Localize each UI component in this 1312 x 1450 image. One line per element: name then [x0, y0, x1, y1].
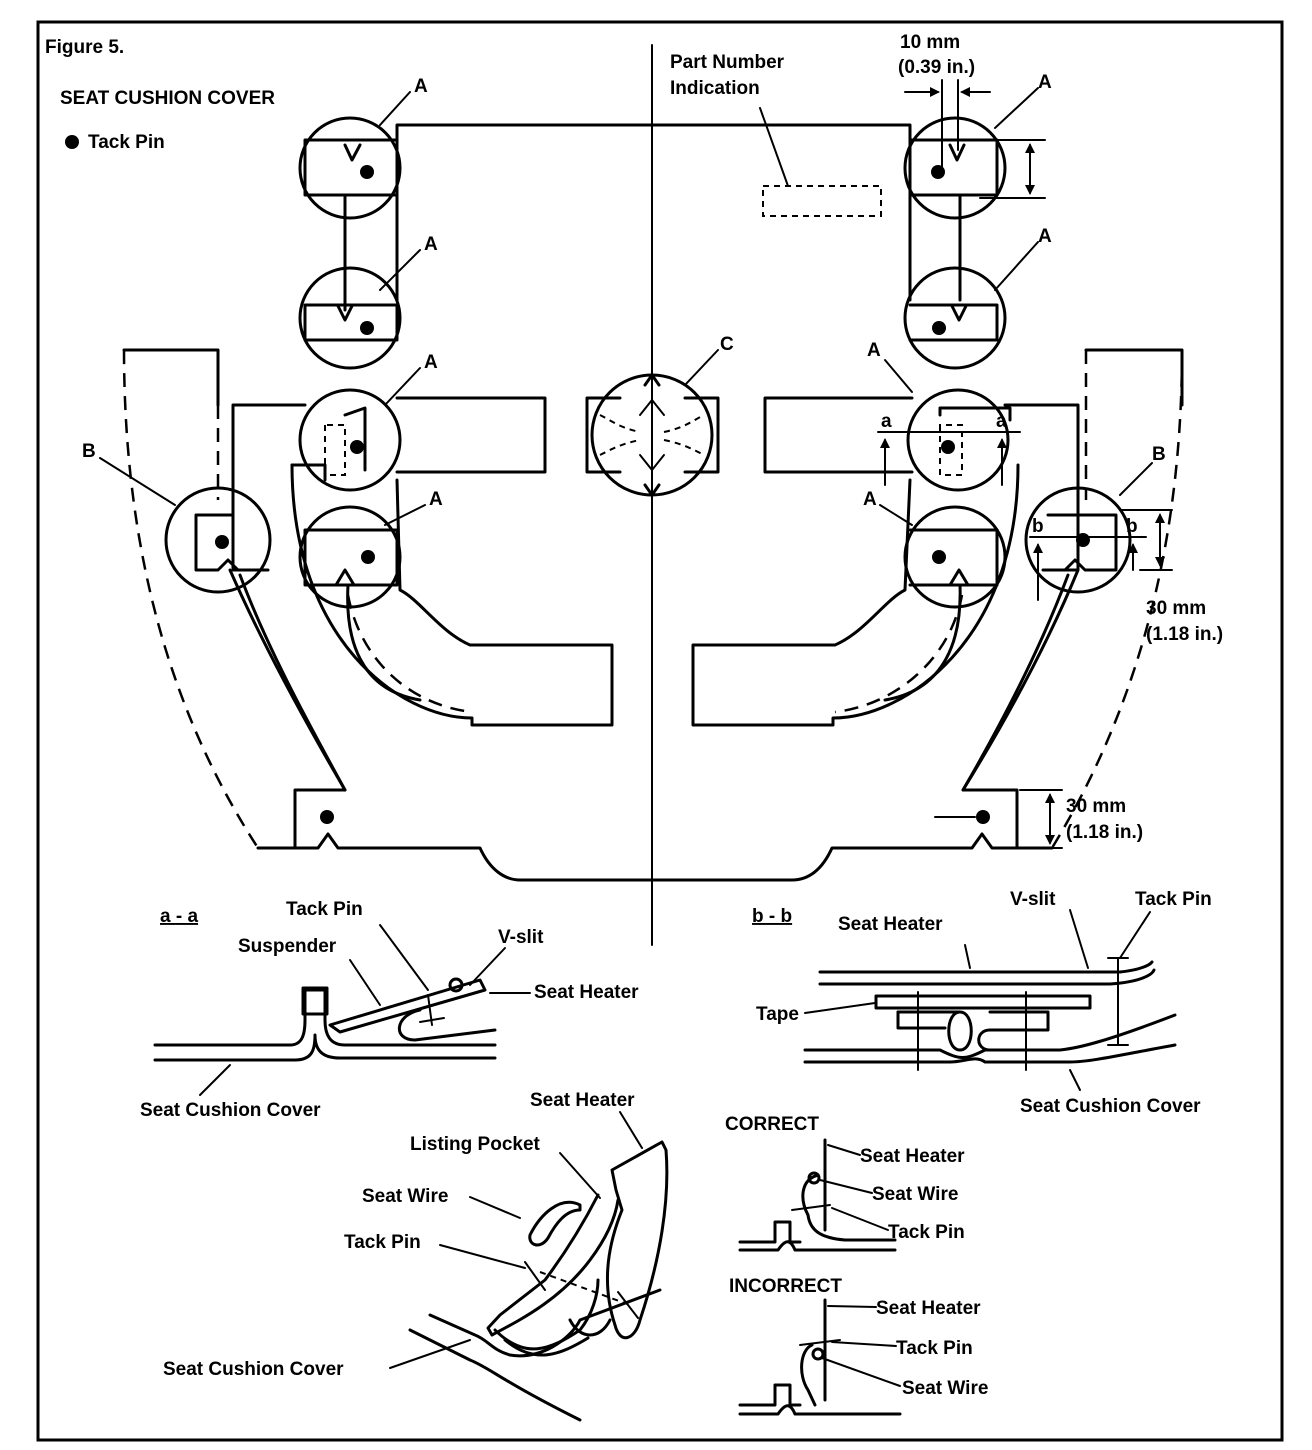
part-number-label-1: Part Number — [670, 52, 785, 73]
section-aa-v-slit: V-slit — [498, 927, 544, 948]
callout-b-right: B — [1152, 444, 1166, 465]
callout-b-left: B — [82, 441, 96, 462]
pocket-seat-wire: Seat Wire — [362, 1186, 448, 1207]
callout-a-6: A — [1038, 226, 1052, 247]
section-bb-seat-cushion-cover: Seat Cushion Cover — [1020, 1096, 1201, 1117]
diagram-heading: SEAT CUSHION COVER — [60, 88, 275, 109]
section-bb-tack-pin: Tack Pin — [1135, 889, 1212, 910]
section-aa-suspender: Suspender — [238, 936, 337, 957]
tack-pin-legend-label: Tack Pin — [88, 132, 165, 153]
incorrect-seat-wire: Seat Wire — [902, 1378, 988, 1399]
callout-a-3: A — [424, 352, 438, 373]
section-b-marker-right: b — [1126, 516, 1138, 537]
dimension-10mm: 10 mm (0.39 in.) — [898, 32, 1046, 199]
dim-10mm-imperial: (0.39 in.) — [898, 57, 975, 78]
section-bb-tape: Tape — [756, 1004, 799, 1025]
figure-title: Figure 5. — [45, 37, 124, 58]
dim-30mm-bottom-imperial: (1.18 in.) — [1066, 822, 1143, 843]
dimension-30mm-right: 30 mm (1.18 in.) — [1119, 509, 1223, 645]
section-markers: a a b b — [877, 411, 1147, 601]
callout-a-5: A — [1038, 72, 1052, 93]
center-detail: C — [585, 334, 734, 497]
listing-pocket-detail: Seat Heater Listing Pocket Seat Wire Tac… — [163, 1090, 669, 1422]
section-a-marker-left: a — [881, 411, 892, 432]
section-aa-seat-cushion-cover: Seat Cushion Cover — [140, 1100, 321, 1121]
callout-c: C — [720, 334, 734, 355]
left-callouts: A A A A B — [82, 76, 443, 526]
left-seat-panels — [122, 123, 654, 882]
incorrect-title: INCORRECT — [729, 1276, 842, 1297]
section-aa-seat-heater: Seat Heater — [534, 982, 639, 1003]
figure-frame — [36, 20, 1284, 1442]
section-b-marker-left: b — [1032, 516, 1044, 537]
correct-tack-pin: Tack Pin — [888, 1222, 965, 1243]
incorrect-tack-pin: Tack Pin — [896, 1338, 973, 1359]
callout-a-8: A — [863, 489, 877, 510]
section-aa-tack-pin: Tack Pin — [286, 899, 363, 920]
pocket-seat-cushion-cover: Seat Cushion Cover — [163, 1359, 344, 1380]
correct-seat-heater: Seat Heater — [860, 1146, 965, 1167]
pocket-seat-heater: Seat Heater — [530, 1090, 635, 1111]
correct-title: CORRECT — [725, 1114, 819, 1135]
section-bb-v-slit: V-slit — [1010, 889, 1056, 910]
section-aa-title: a - a — [160, 906, 198, 927]
correct-detail: CORRECT Seat Heater Seat Wire Tack Pin — [725, 1114, 965, 1252]
section-aa-detail: a - a Tack Pin Suspender V-slit Seat Hea… — [140, 899, 639, 1121]
part-number-box — [762, 185, 882, 217]
incorrect-seat-heater: Seat Heater — [876, 1298, 981, 1319]
part-number-indication: Part Number Indication — [670, 52, 882, 217]
right-seat-panels — [650, 123, 1184, 882]
callout-a-1: A — [414, 76, 428, 97]
incorrect-detail: INCORRECT Seat Heater Tack Pin Seat Wire — [729, 1276, 988, 1416]
callout-a-2: A — [424, 234, 438, 255]
right-callouts: A A A A B — [863, 72, 1166, 526]
dim-30mm-bottom-metric: 30 mm — [1066, 796, 1126, 817]
callout-a-4: A — [429, 489, 443, 510]
dim-30mm-right-metric: 30 mm — [1146, 598, 1206, 619]
right-detail-circles — [903, 116, 1132, 609]
pocket-listing-pocket: Listing Pocket — [410, 1134, 541, 1155]
part-number-label-2: Indication — [670, 78, 760, 99]
pocket-tack-pin: Tack Pin — [344, 1232, 421, 1253]
left-detail-circles — [164, 116, 402, 609]
dim-30mm-right-imperial: (1.18 in.) — [1146, 624, 1223, 645]
correct-seat-wire: Seat Wire — [872, 1184, 958, 1205]
section-bb-detail: b - b Seat Heater V-slit Tack Pin Tape S… — [752, 889, 1212, 1117]
dim-10mm-metric: 10 mm — [900, 32, 960, 53]
section-bb-title: b - b — [752, 906, 792, 927]
tack-pin-legend-dot — [65, 135, 79, 149]
dimension-30mm-bottom: 30 mm (1.18 in.) — [1019, 789, 1143, 849]
callout-a-7: A — [867, 340, 881, 361]
section-a-marker-right: a — [996, 411, 1007, 432]
section-bb-seat-heater: Seat Heater — [838, 914, 943, 935]
